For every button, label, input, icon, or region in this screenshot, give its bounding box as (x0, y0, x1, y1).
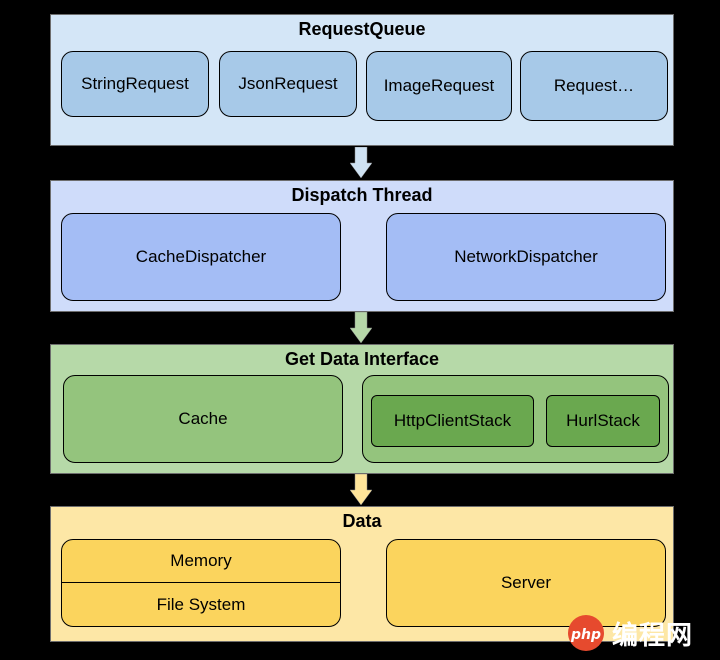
get-data-interface-title: Get Data Interface (284, 349, 440, 369)
network-dispatcher-box: NetworkDispatcher (386, 213, 666, 301)
down-arrow-icon (350, 312, 372, 344)
data-title: Data (342, 511, 382, 531)
json-request-box: JsonRequest (219, 51, 357, 117)
request-queue-title: RequestQueue (298, 19, 426, 39)
data-layer: Data Memory File System Server (50, 506, 674, 642)
dispatch-thread-layer: Dispatch Thread CacheDispatcher NetworkD… (50, 180, 674, 312)
server-box: Server (386, 539, 666, 627)
cache-box: Cache (63, 375, 343, 463)
request-more-box: Request… (520, 51, 668, 121)
down-arrow-icon (350, 147, 372, 179)
storage-box: Memory File System (61, 539, 341, 627)
hurl-stack-box: HurlStack (546, 395, 660, 447)
dispatch-thread-title: Dispatch Thread (291, 185, 433, 205)
cache-dispatcher-box: CacheDispatcher (61, 213, 341, 301)
string-request-box: StringRequest (61, 51, 209, 117)
svg-text:php: php (570, 627, 601, 643)
file-system-cell: File System (156, 594, 246, 614)
get-data-interface-layer: Get Data Interface Cache HttpClientStack… (50, 344, 674, 474)
php-logo-icon: php (568, 615, 604, 651)
down-arrow-icon (350, 474, 372, 506)
watermark-text: 编程网 (612, 620, 694, 651)
memory-cell: Memory (62, 540, 340, 583)
image-request-box: ImageRequest (366, 51, 512, 121)
http-client-stack-box: HttpClientStack (371, 395, 534, 447)
request-queue-layer: RequestQueue StringRequest JsonRequest I… (50, 14, 674, 146)
watermark: php 编程网 (566, 608, 716, 658)
